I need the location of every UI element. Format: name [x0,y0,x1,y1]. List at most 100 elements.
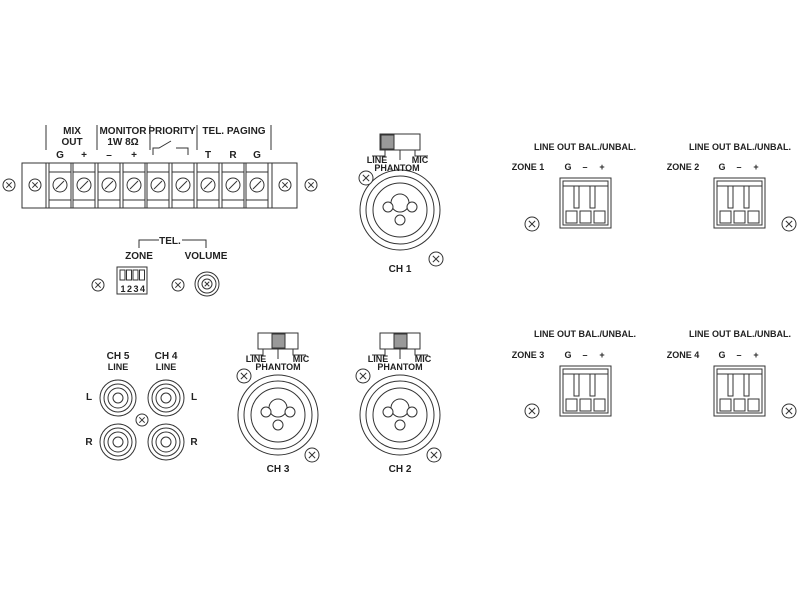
zone4-pin-g: G [718,350,725,360]
ch4-label: CH 4 [155,351,178,362]
ch1-screw-bottom-icon [428,251,444,267]
dip-switch-4[interactable] [139,269,145,281]
screw-cross [5,181,13,189]
screw-slot [129,180,139,190]
zone4-terminal-block[interactable] [713,365,766,417]
ch1-labels: LINE PHANTOM MIC CH 1 [367,155,429,275]
screw-cross [528,407,536,415]
zone3-terminal-block[interactable] [559,365,612,417]
dip-number-3: 3 [133,284,138,294]
zone1-labels: LINE OUT BAL./UNBAL. ZONE 1 G – + [512,142,636,172]
ch2-combo-jack[interactable] [359,374,441,456]
terminal-screw-4[interactable] [122,162,146,209]
rca-pin [160,392,172,404]
dip-switch-2[interactable] [126,269,132,281]
zone2-labels: LINE OUT BAL./UNBAL. ZONE 2 G – + [667,142,791,172]
terminal-screw-2[interactable] [72,162,96,209]
terminal-screw-1[interactable] [48,162,72,209]
zone3-pin-minus: – [582,350,587,360]
screw-cross [94,281,102,289]
terminal-block-pin-2 [579,398,592,412]
tel-section-labels: TEL. ZONE VOLUME 1 2 3 4 [120,236,227,294]
left-label-ch4: L [191,392,197,403]
terminal-screw-6[interactable] [171,162,195,209]
xlr-pin [394,214,406,226]
switch-position-marks [372,349,428,359]
switch-lever [393,333,408,349]
zone4-pin-plus: + [753,350,758,360]
left-label-ch5: L [86,392,92,403]
screw-cross [281,181,289,189]
screw-cross [240,372,248,380]
zone1-pin-plus: + [599,162,604,172]
mix-out-label: MIX [63,126,81,137]
monitor-pin-plus: + [131,150,137,161]
zone2-terminal-block[interactable] [713,177,766,229]
ch4-right-rca-jack[interactable] [147,423,185,461]
ch4-line-label: LINE [156,362,177,372]
switch-lever [271,333,286,349]
terminal-screw-5[interactable] [146,162,170,209]
screw-cross [362,174,370,182]
right-label-ch4: R [190,437,198,448]
terminal-block-pin-2 [733,398,746,412]
zone4-screw-icon [781,403,797,419]
priority-contact-symbol [152,140,189,155]
ch1-combo-jack-phantom-switch[interactable] [372,133,428,160]
xlr-socket [390,398,410,418]
terminal-block-slots [573,374,596,397]
strip-screw-left-icon [28,178,42,192]
rca-labels: CH 5 LINE CH 4 LINE L R L R [85,351,198,448]
ch3-combo-jack-phantom-switch[interactable] [250,332,306,359]
dip-switch-1[interactable] [119,269,126,281]
xlr-pin [406,406,418,418]
terminal-screw-7[interactable] [196,162,220,209]
ch2-phantom-label: PHANTOM [377,362,422,372]
screw-cross [432,255,440,263]
zone4-label: ZONE 4 [667,350,700,360]
ch4-left-rca-jack[interactable] [147,379,185,417]
ch1-phantom-label: PHANTOM [374,163,419,173]
tel-volume-label: VOLUME [185,251,228,262]
monitor-pin-minus: – [106,150,112,161]
ch3-screw-bottom-icon [304,447,320,463]
zone2-label: ZONE 2 [667,162,700,172]
screw-slot [228,180,238,190]
zone3-pin-g: G [564,350,571,360]
screw-slot [203,180,213,190]
tel-bracket [138,239,207,248]
ch5-label: CH 5 [107,351,130,362]
terminal-screw-3[interactable] [97,162,121,209]
tel-label: TEL. [159,236,181,247]
ch1-screw-top-icon [358,170,374,186]
zone2-pin-minus: – [736,162,741,172]
ch2-labels: LINE PHANTOM MIC CH 2 [368,354,432,475]
mix-out-pin-g: G [56,150,64,161]
tel-screw-left-icon [91,278,105,292]
zone1-screw-icon [524,216,540,232]
ch3-combo-jack[interactable] [237,374,319,456]
screw-cross [204,281,210,287]
terminal-block-slots [727,186,750,209]
outer-screw-right-icon [304,178,318,192]
screw-cross [307,181,315,189]
xlr-pin [382,406,394,418]
ch3-screw-top-icon [236,368,252,384]
zone1-terminal-block[interactable] [559,177,612,229]
zone3-header: LINE OUT BAL./UNBAL. [534,329,636,339]
ch5-left-rca-jack[interactable] [99,379,137,417]
mix-out-label-2: OUT [61,137,82,148]
terminal-screw-9[interactable] [245,162,269,209]
zone1-pin-g: G [564,162,571,172]
zone4-pin-minus: – [736,350,741,360]
ch2-screw-bottom-icon [426,447,442,463]
zone4-header: LINE OUT BAL./UNBAL. [689,329,791,339]
terminal-block-pin-1 [565,210,578,224]
ch5-right-rca-jack[interactable] [99,423,137,461]
terminal-screw-8[interactable] [221,162,245,209]
terminal-block-slots [573,186,596,209]
ch1-combo-jack[interactable] [359,169,441,251]
ch2-combo-jack-phantom-switch[interactable] [372,332,428,359]
dip-switch-3[interactable] [132,269,139,281]
xlr-pin [382,201,394,213]
